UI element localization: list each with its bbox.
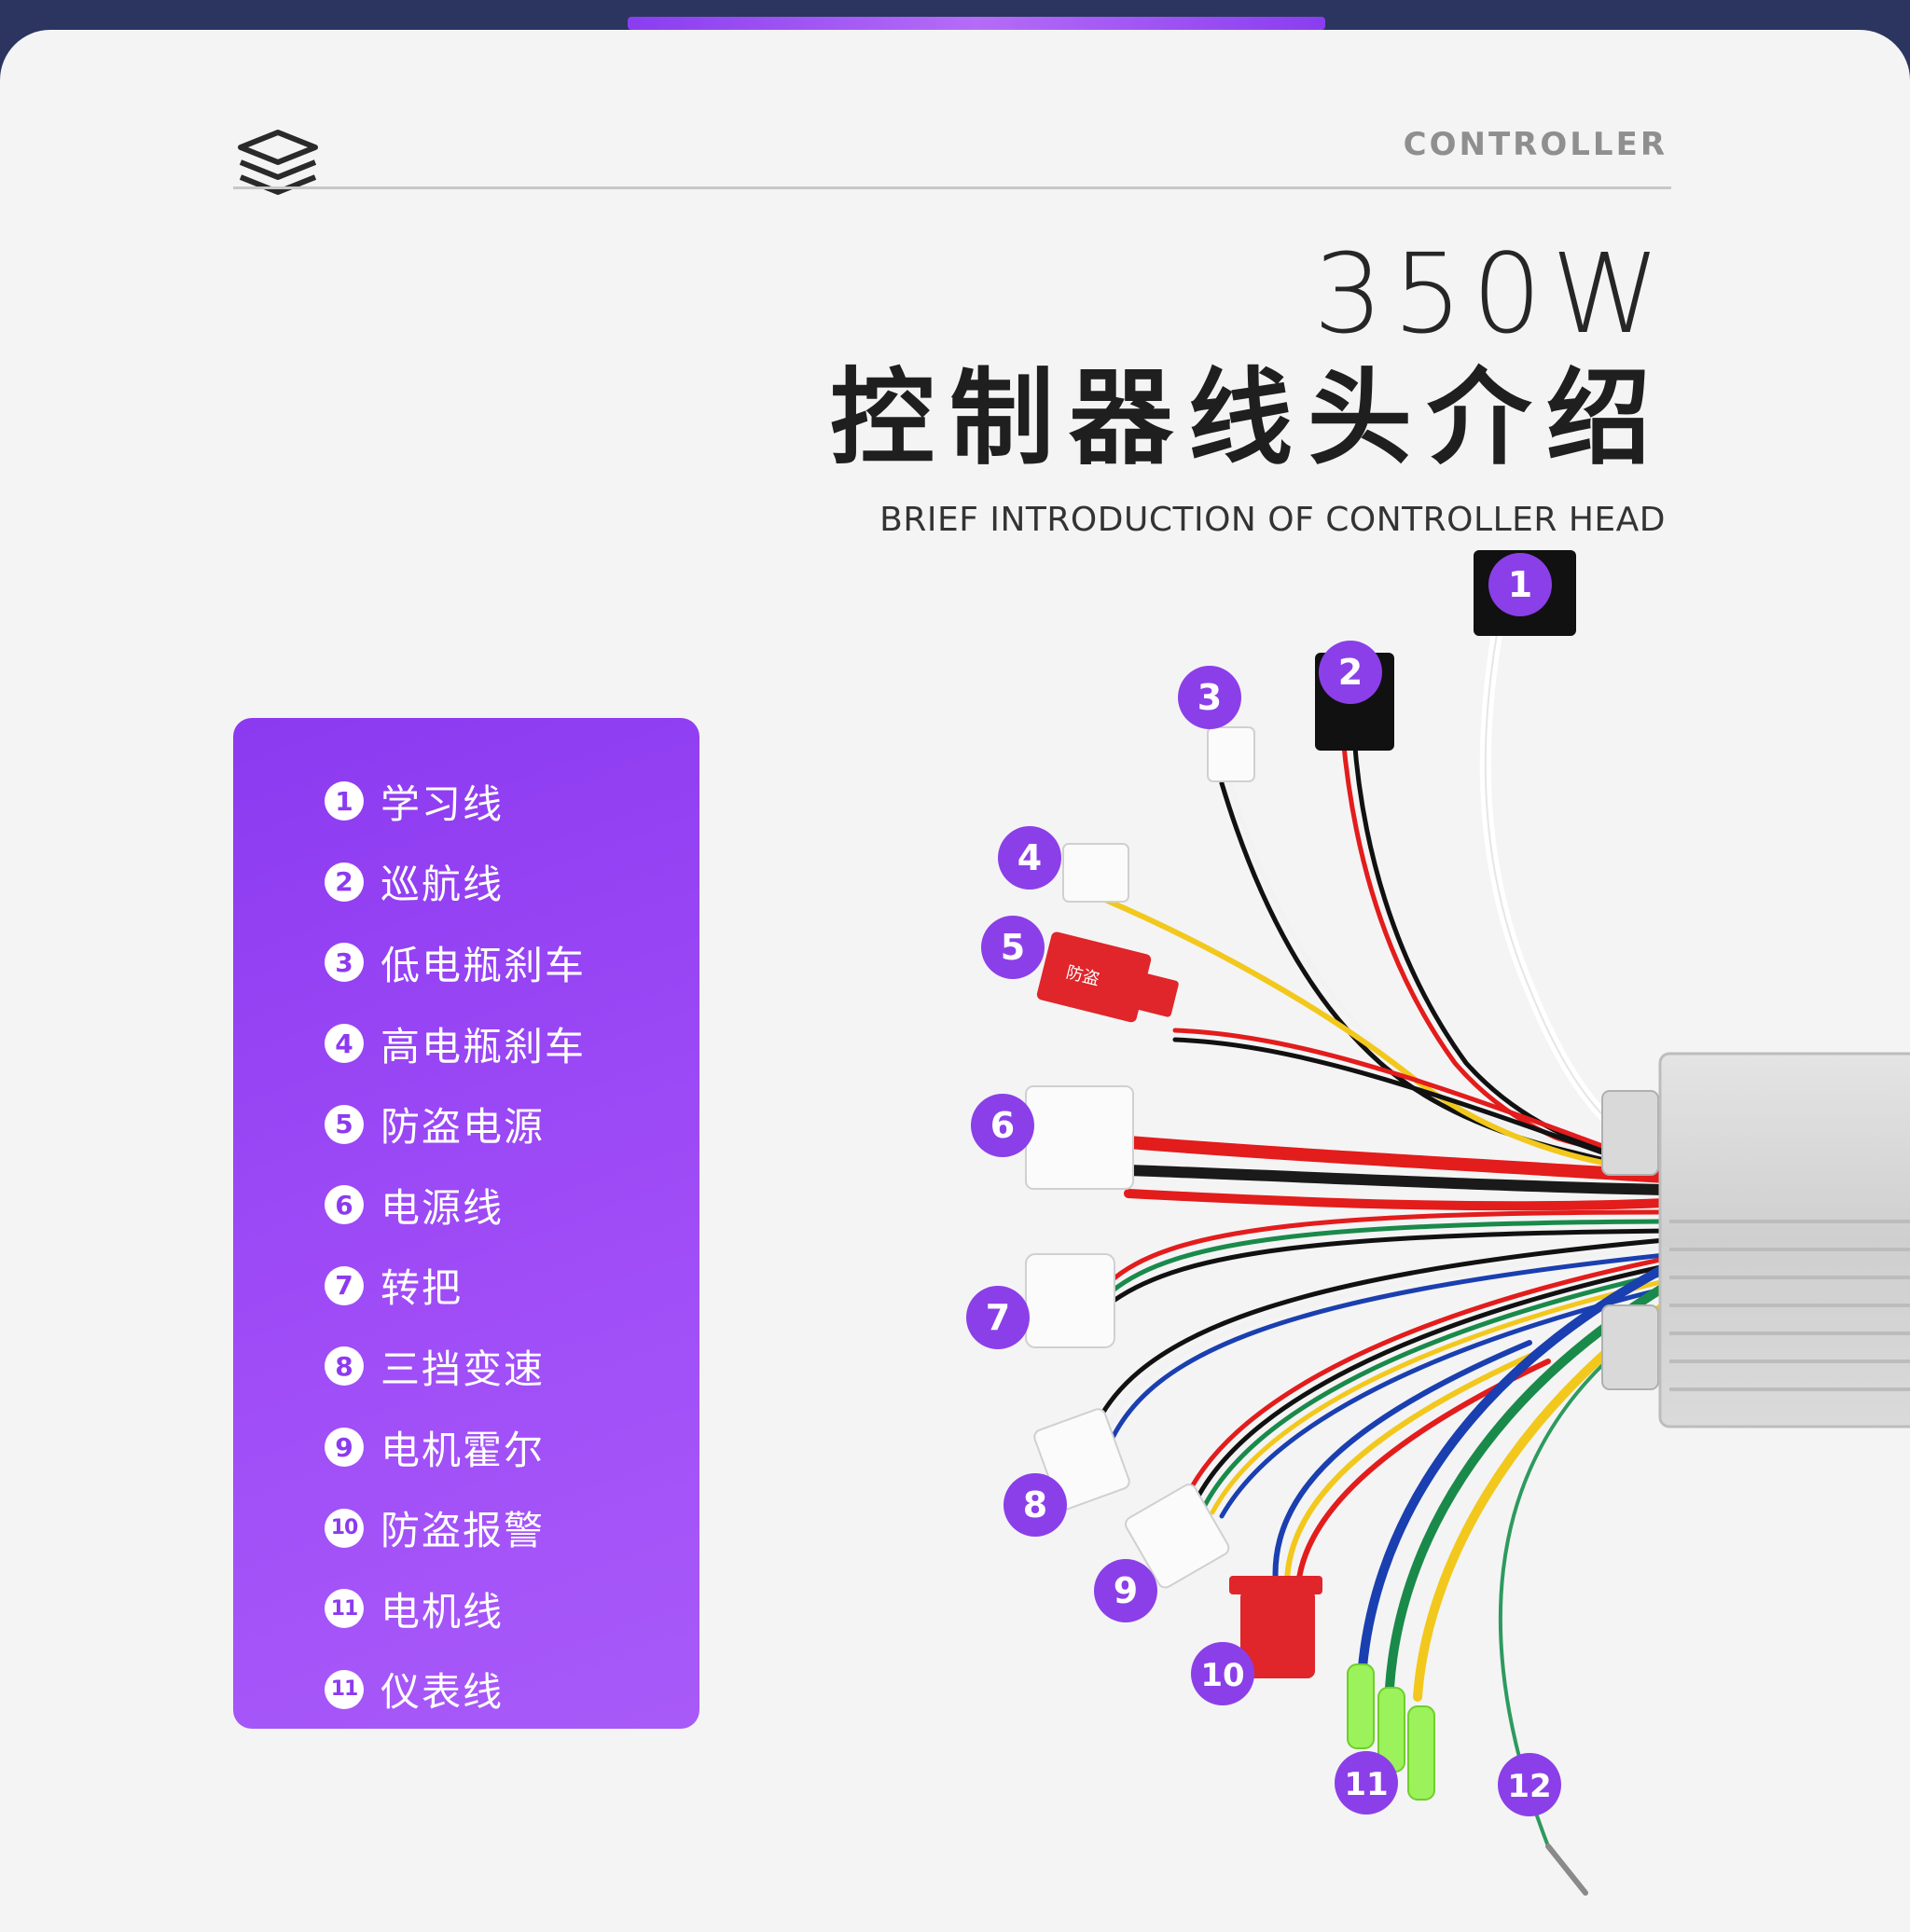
brand-label: CONTROLLER: [1403, 126, 1668, 163]
legend-item: 6 电源线: [325, 1165, 586, 1246]
callout-12: 12: [1498, 1753, 1561, 1816]
legend-label: 三挡变速: [381, 1346, 546, 1392]
connector-9: [1125, 1484, 1230, 1589]
layers-icon: [238, 130, 318, 195]
controller-photo: 防盗 1 2 3 4 5 6 7 8 9: [966, 550, 1910, 1896]
legend-number-badge: 5: [325, 1104, 364, 1144]
legend-number-badge: 11: [325, 1589, 364, 1629]
svg-text:7: 7: [986, 1297, 1010, 1338]
legend-label: 低电瓶刹车: [381, 942, 587, 988]
callout-4: 4: [998, 826, 1061, 890]
svg-text:9: 9: [1114, 1570, 1138, 1611]
page-title: 控制器线头介绍: [830, 358, 1666, 479]
legend-label: 高电瓶刹车: [381, 1023, 587, 1070]
legend-number-badge: 8: [325, 1346, 364, 1387]
legend-item: 2 巡航线: [325, 842, 586, 923]
power-rating: 350W: [1313, 229, 1669, 358]
header-divider: [233, 186, 1671, 189]
legend-label: 电机霍尔: [381, 1427, 546, 1473]
callout-11: 11: [1335, 1751, 1398, 1815]
top-accent-bar: [628, 17, 1325, 30]
svg-text:11: 11: [1344, 1766, 1388, 1803]
legend-item: 3 低电瓶刹车: [325, 922, 586, 1003]
legend-item: 4 高电瓶刹车: [325, 1003, 586, 1084]
svg-text:8: 8: [1023, 1484, 1047, 1525]
legend-label: 电源线: [381, 1184, 505, 1231]
legend-number-badge: 2: [325, 862, 364, 902]
legend-number-badge: 11: [325, 1669, 364, 1709]
legend-number-badge: 9: [325, 1428, 364, 1468]
svg-text:2: 2: [1338, 652, 1363, 693]
wire-legend-panel: 1 学习线 2 巡航线 3 低电瓶刹车 4 高电瓶刹车 5 防盗电源 6 电源线 7 转把 8…: [233, 718, 699, 1729]
legend-number-badge: 4: [325, 1024, 364, 1064]
callout-7: 7: [966, 1286, 1030, 1349]
svg-text:10: 10: [1200, 1657, 1244, 1694]
connector-11: [1347, 1663, 1435, 1801]
legend-label: 防盗电源: [381, 1104, 546, 1151]
callout-2: 2: [1319, 641, 1382, 704]
legend-item: 10 防盗报警: [325, 1487, 586, 1568]
legend-label: 转把: [381, 1265, 464, 1312]
legend-number-badge: 10: [325, 1508, 364, 1548]
svg-text:3: 3: [1197, 677, 1222, 718]
svg-text:1: 1: [1508, 564, 1532, 605]
legend-label: 电机线: [381, 1588, 505, 1635]
svg-text:5: 5: [1001, 927, 1025, 968]
legend-item: 11 仪表线: [325, 1649, 586, 1731]
callout-badges: 1 2 3 4 5 6 7 8 9 10 11 12: [966, 553, 1561, 1816]
legend-item: 7 转把: [325, 1246, 586, 1327]
legend-list: 1 学习线 2 巡航线 3 低电瓶刹车 4 高电瓶刹车 5 防盗电源 6 电源线 7 转把 8…: [325, 761, 586, 1730]
connector-5: 防盗: [1036, 932, 1179, 1023]
legend-item: 8 三挡变速: [325, 1326, 586, 1407]
legend-label: 巡航线: [381, 862, 505, 908]
svg-text:12: 12: [1507, 1768, 1551, 1805]
connector-4: [1062, 843, 1129, 903]
legend-label: 学习线: [381, 780, 505, 827]
legend-item: 11 电机线: [325, 1568, 586, 1649]
callout-5: 5: [981, 916, 1045, 979]
svg-text:6: 6: [990, 1105, 1015, 1146]
legend-label: 防盗报警: [381, 1508, 546, 1554]
legend-label: 仪表线: [381, 1669, 505, 1716]
legend-number-badge: 1: [325, 781, 364, 821]
legend-item: 9 电机霍尔: [325, 1407, 586, 1488]
legend-number-badge: 7: [325, 1265, 364, 1305]
page-subtitle: BRIEF INTRODUCTION OF CONTROLLER HEAD: [879, 501, 1666, 539]
legend-number-badge: 3: [325, 943, 364, 983]
controller-box: [1601, 1052, 1910, 1428]
callout-6: 6: [971, 1094, 1034, 1157]
connector-3: [1207, 726, 1255, 782]
legend-item: 5 防盗电源: [325, 1083, 586, 1165]
connector-7: [1025, 1253, 1115, 1348]
connector-10: [1229, 1576, 1322, 1678]
product-card: CONTROLLER 350W 控制器线头介绍 BRIEF INTRODUCTI…: [0, 30, 1910, 1932]
svg-text:4: 4: [1017, 837, 1042, 878]
callout-10: 10: [1191, 1642, 1254, 1705]
legend-item: 1 学习线: [325, 761, 586, 842]
callout-1: 1: [1488, 553, 1552, 616]
callout-3: 3: [1178, 666, 1241, 729]
callout-9: 9: [1094, 1559, 1157, 1622]
callout-8: 8: [1003, 1473, 1067, 1537]
connector-6: [1025, 1085, 1134, 1190]
legend-number-badge: 6: [325, 1185, 364, 1225]
